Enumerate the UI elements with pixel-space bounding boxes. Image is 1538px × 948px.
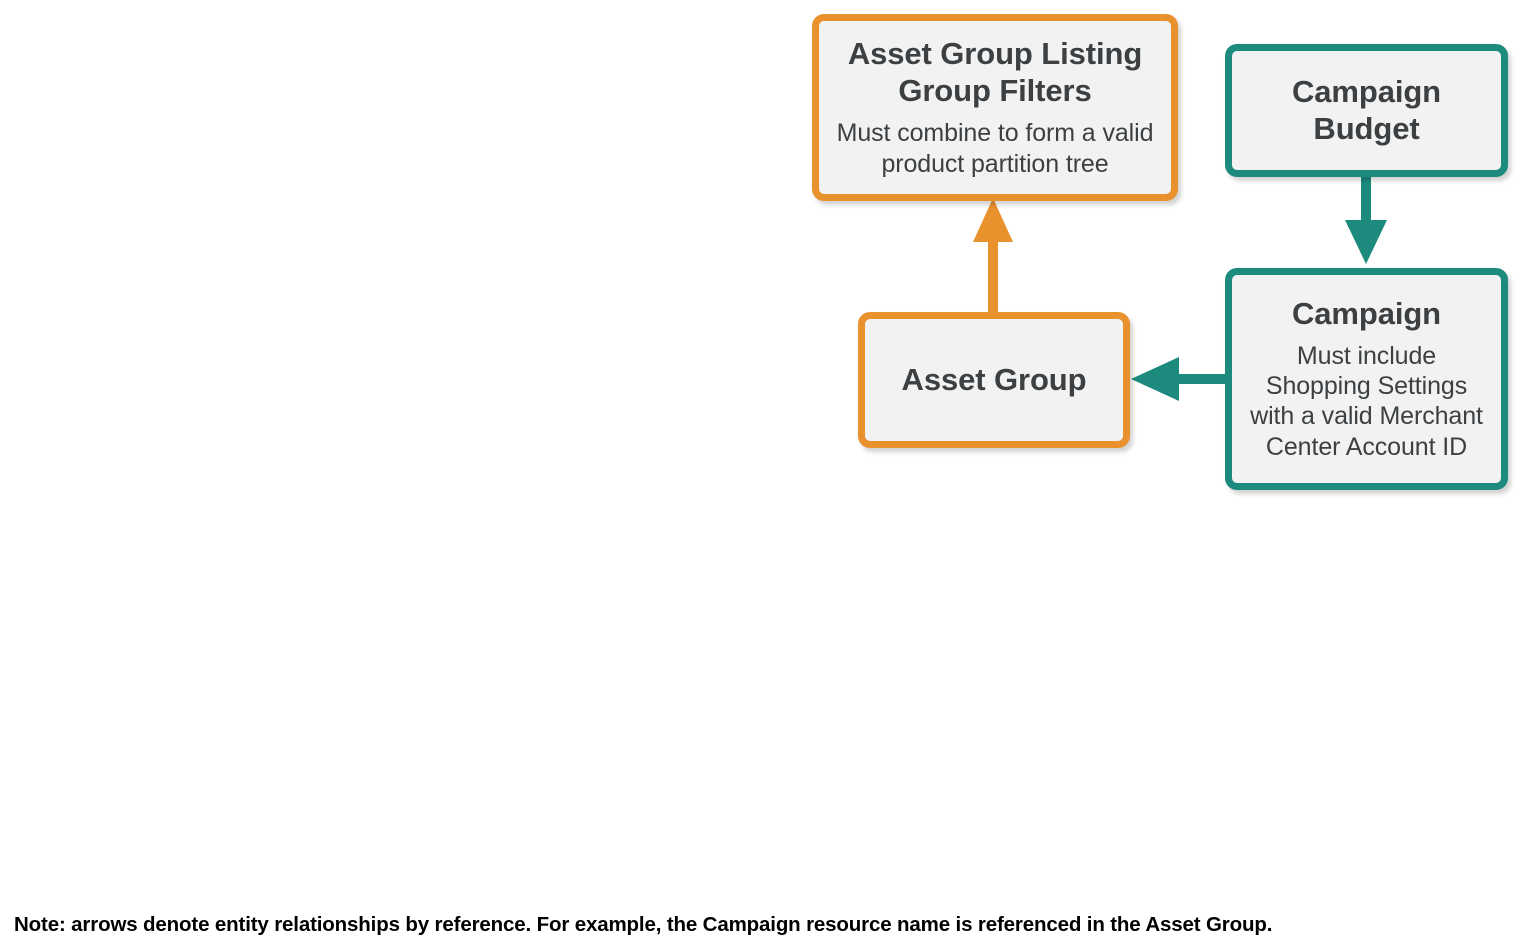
node-title-asset-group: Asset Group: [901, 361, 1087, 397]
node-asset-group[interactable]: Asset Group: [858, 312, 1130, 448]
node-campaign-budget[interactable]: Campaign Budget: [1225, 44, 1508, 177]
node-title-campaign-budget: Campaign Budget: [1291, 73, 1442, 146]
arrow-head-down-teal: [1345, 220, 1387, 264]
node-subtitle-listing-group-filters: Must combine to form a valid product par…: [836, 119, 1154, 178]
arrow-head-left-teal: [1131, 357, 1179, 401]
diagram-note: Note: arrows denote entity relationships…: [14, 913, 1273, 936]
arrow-head-up-orange: [973, 198, 1013, 242]
arrow-campaign-budget-to-campaign: [1345, 174, 1387, 264]
arrow-asset-group-to-listing-group-filters: [973, 198, 1013, 315]
node-title-listing-group-filters: Asset Group Listing Group Filters: [847, 36, 1143, 108]
arrow-campaign-to-asset-group: [1131, 357, 1230, 401]
node-campaign[interactable]: Campaign Must include Shopping Settings …: [1225, 268, 1508, 490]
node-asset-group-listing-group-filters[interactable]: Asset Group Listing Group Filters Must c…: [812, 14, 1178, 201]
node-subtitle-campaign: Must include Shopping Settings with a va…: [1250, 341, 1483, 461]
node-title-campaign: Campaign: [1291, 296, 1442, 332]
